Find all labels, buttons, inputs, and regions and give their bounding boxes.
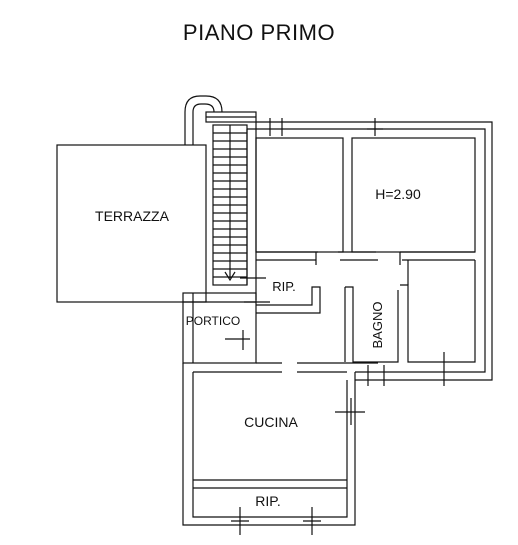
portico-area xyxy=(182,292,257,364)
label-portico: PORTICO xyxy=(186,314,240,328)
label-terrazza: TERRAZZA xyxy=(95,208,170,224)
label-cucina: CUCINA xyxy=(244,414,298,430)
terrazza-area xyxy=(56,144,207,303)
kitchen-block xyxy=(182,362,378,526)
staircase xyxy=(184,95,257,286)
window-marks xyxy=(225,118,445,535)
label-rip-lower: RIP. xyxy=(255,493,280,509)
room-upper-left xyxy=(255,137,344,253)
label-bagno: BAGNO xyxy=(370,302,385,349)
label-height-note: H=2.90 xyxy=(375,186,421,202)
floor-title: PIANO PRIMO xyxy=(182,20,336,45)
label-rip-upper: RIP. xyxy=(272,279,296,294)
